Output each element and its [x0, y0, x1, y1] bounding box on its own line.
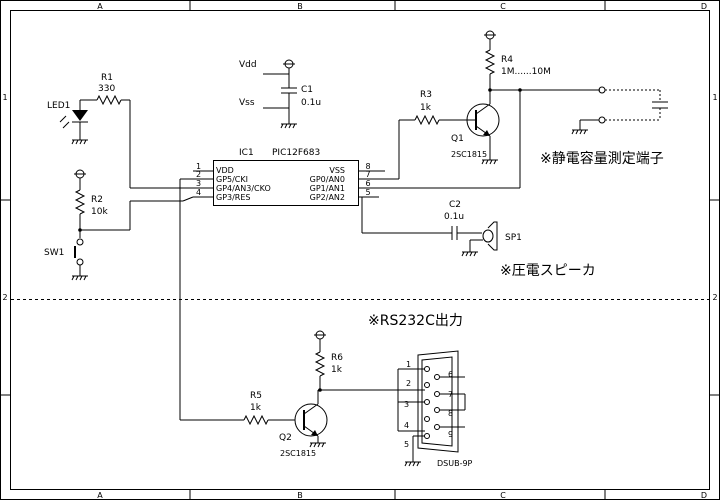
r1-led1-branch: R1 330 LED1 — [47, 73, 193, 189]
note-capacitance: ※静電容量測定端子 — [540, 150, 664, 167]
ic1-part: PIC12F683 — [272, 148, 320, 158]
ic1-pin3-label: GP4/AN3/CKO — [216, 184, 271, 193]
col-label-c-bottom: C — [500, 491, 506, 500]
dsub-9p-connector: 1 2 3 4 5 6 7 8 9 DSUB-9P — [397, 350, 473, 468]
ic1-name: IC1 — [239, 148, 254, 158]
c2-speaker-block: C2 0.1u SP1 ※圧電スピーカ — [361, 196, 596, 279]
dsub-pin7: 7 — [448, 390, 453, 399]
ic1-pin4-label: GP3/RES — [216, 193, 251, 202]
q1-name: Q1 — [451, 134, 464, 144]
c1-power-block: Vdd Vss C1 0.1u — [239, 59, 321, 129]
ic1-pin4-num: 4 — [196, 188, 201, 197]
r6-name: R6 — [331, 353, 343, 363]
col-label-d-bottom: D — [701, 491, 707, 500]
col-label-d-top: D — [701, 2, 707, 11]
r4-name: R4 — [501, 55, 513, 65]
ic1-body — [213, 160, 359, 206]
c2-name: C2 — [449, 200, 461, 210]
r3-name: R3 — [420, 90, 432, 100]
r4-value: 1M......10M — [501, 67, 551, 77]
r1-value: 330 — [98, 84, 115, 94]
r2-sw1-branch: R2 10k SW1 — [44, 169, 194, 281]
r2-name: R2 — [91, 195, 103, 205]
c2-value: 0.1u — [444, 212, 464, 222]
ic1-pin2-num: 2 — [196, 170, 201, 179]
c1-value: 0.1u — [301, 98, 321, 108]
row-label-1-left: 1 — [2, 93, 7, 102]
led1-name: LED1 — [47, 101, 70, 111]
terminal-bottom — [598, 116, 606, 124]
q1-r3-r4-block: R3 1k Q1 2SC1815 R4 1M......10M — [379, 30, 600, 189]
dsub-name: DSUB-9P — [437, 459, 473, 468]
row-label-2-left: 2 — [2, 293, 7, 302]
note-speaker: ※圧電スピーカ — [500, 263, 596, 279]
r3-symbol — [414, 114, 440, 126]
q2-r5-r6-block: R5 1k Q2 2SC1815 R6 1k — [179, 178, 425, 458]
r4-symbol — [484, 49, 496, 75]
dsub-pin2: 2 — [406, 379, 411, 388]
r5-name: R5 — [250, 391, 262, 401]
led1-symbol — [72, 110, 88, 121]
col-label-c-top: C — [500, 2, 506, 11]
ic1-pin8-num: 8 — [365, 162, 370, 171]
ic1-pin7-num: 7 — [365, 170, 370, 179]
c1-name: C1 — [301, 85, 313, 95]
vss-label: Vss — [239, 98, 255, 108]
row-label-2-right: 2 — [712, 293, 717, 302]
vdd-label: Vdd — [239, 60, 257, 70]
sp1-name: SP1 — [505, 233, 522, 243]
ic1-pin5-label: GP2/AN2 — [310, 193, 345, 202]
q1-part: 2SC1815 — [451, 150, 487, 159]
ic1-pin6-num: 6 — [365, 179, 370, 188]
sw1-name: SW1 — [44, 248, 64, 258]
col-label-a-top: A — [97, 2, 103, 11]
dsub-pin3: 3 — [404, 400, 409, 409]
ic1-pin8-label: VSS — [329, 166, 345, 175]
ic1-pin7-label: GP0/AN0 — [310, 175, 345, 184]
r6-symbol — [314, 351, 326, 377]
col-label-a-bottom: A — [97, 491, 103, 500]
ic1-pin1-label: VDD — [216, 166, 234, 175]
r5-symbol — [243, 414, 269, 426]
r2-symbol — [74, 189, 86, 215]
ic1-pin2-label: GP5/CKI — [216, 175, 248, 184]
dsub-pin4: 4 — [404, 421, 409, 430]
dsub-pin9: 9 — [448, 430, 453, 439]
ic1-pin1-num: 1 — [196, 162, 201, 171]
q2-symbol — [294, 403, 328, 437]
r6-value: 1k — [331, 365, 343, 375]
row-label-1-right: 1 — [712, 93, 717, 102]
ic1-pin6-label: GP1/AN1 — [310, 184, 345, 193]
sp1-symbol — [482, 229, 494, 243]
dsub-pin1: 1 — [406, 360, 411, 369]
r1-symbol — [96, 94, 122, 106]
ic1-pin3-num: 3 — [196, 179, 201, 188]
r5-value: 1k — [250, 403, 262, 413]
dsub-pin5: 5 — [404, 440, 409, 449]
col-label-b-top: B — [297, 2, 303, 11]
note-rs232c: ※RS232C出力 — [368, 313, 463, 329]
ic1-pin5-num: 5 — [365, 188, 370, 197]
dsub-pin6: 6 — [448, 370, 453, 379]
capacitance-terminals: ※静電容量測定端子 — [540, 86, 668, 167]
col-label-b-bottom: B — [297, 491, 303, 500]
r1-name: R1 — [101, 73, 113, 83]
q2-name: Q2 — [279, 433, 292, 443]
ic1-pic12f683: IC1 PIC12F683 1 2 3 4 VDD GP5/CKI GP4/AN… — [193, 148, 379, 206]
r2-value: 10k — [91, 207, 108, 217]
r3-value: 1k — [420, 103, 432, 113]
q2-part: 2SC1815 — [280, 449, 316, 458]
dsub-pin8: 8 — [448, 409, 453, 418]
